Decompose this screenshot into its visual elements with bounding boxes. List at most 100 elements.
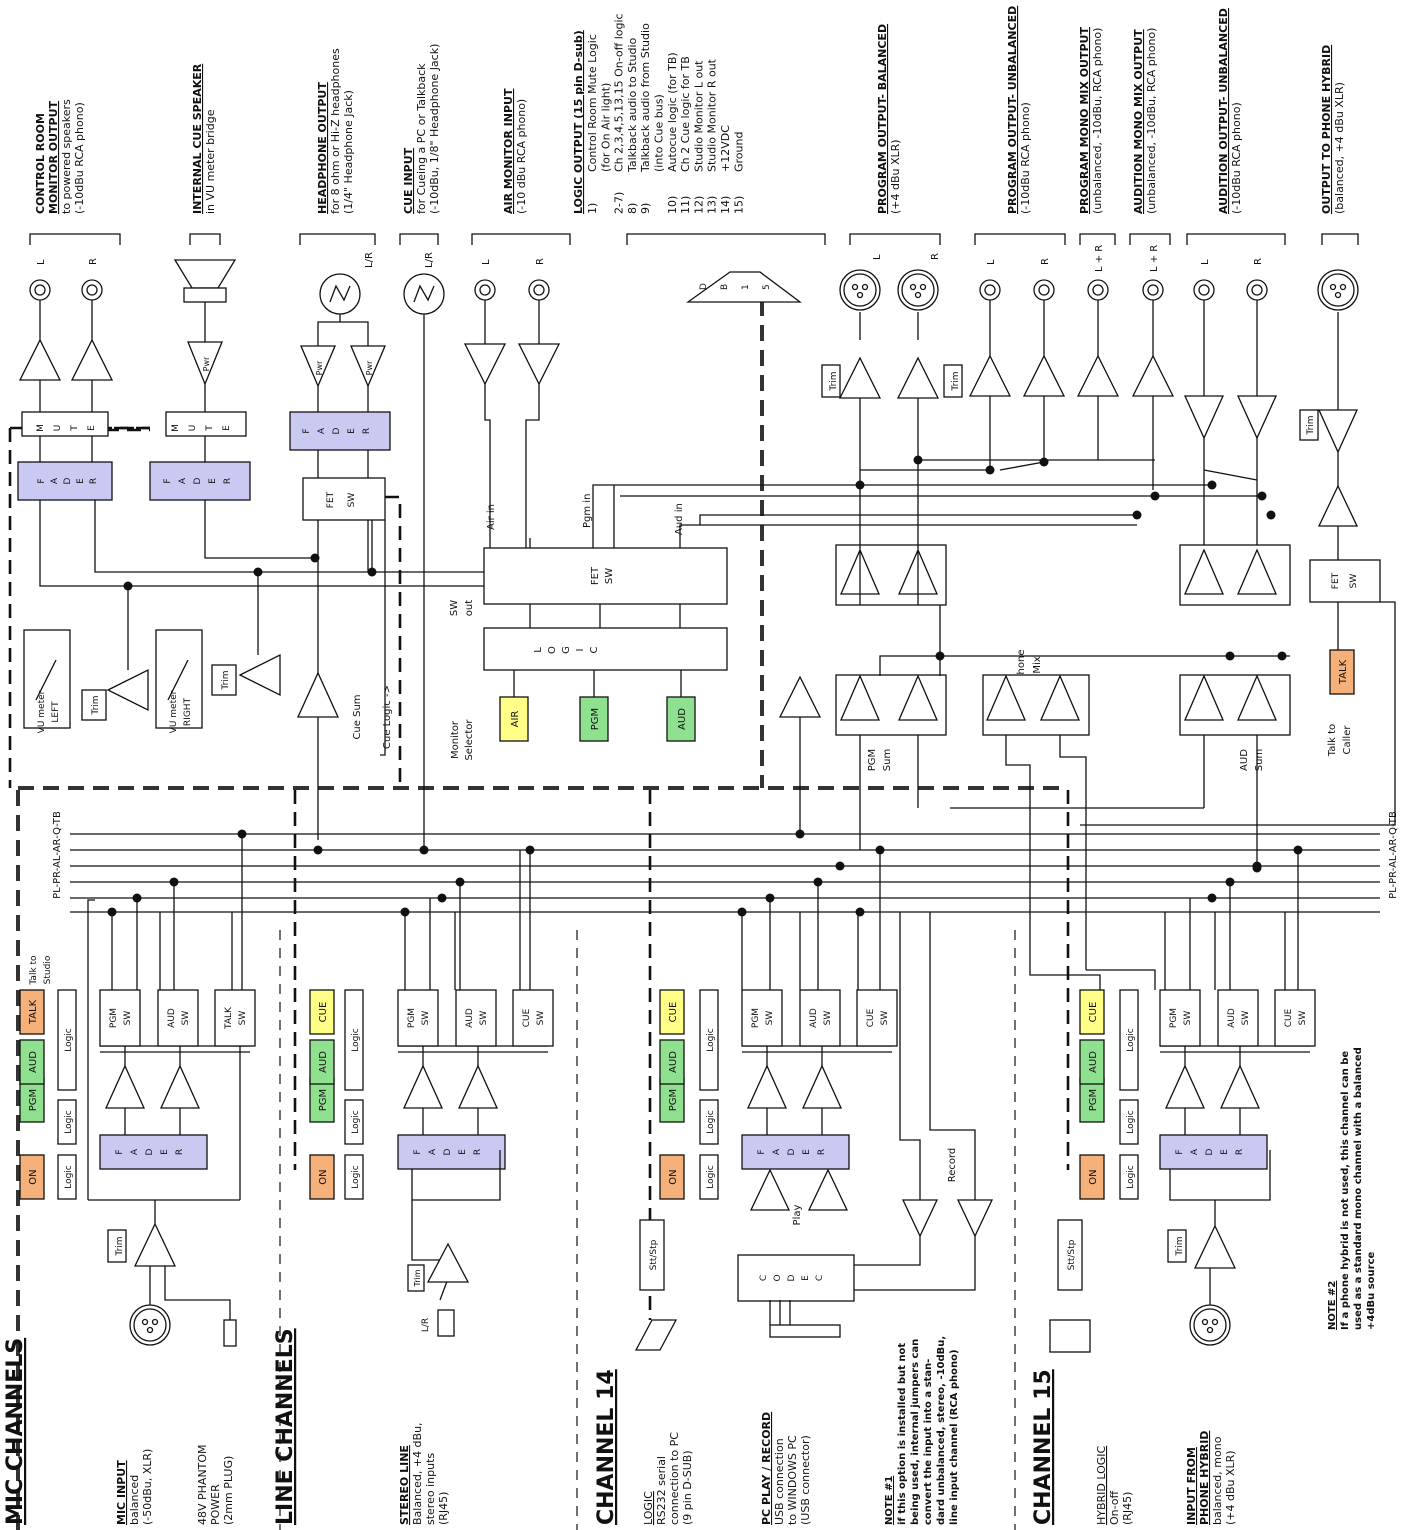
speaker-icon bbox=[173, 259, 237, 289]
wire bbox=[380, 520, 386, 756]
wire bbox=[94, 500, 484, 573]
junction-dot bbox=[310, 553, 320, 563]
label-l: L bbox=[36, 259, 47, 265]
amp-triangle bbox=[1184, 548, 1224, 595]
junction-dot bbox=[123, 581, 133, 591]
label: Trim bbox=[1306, 415, 1316, 435]
label-lr: L + R bbox=[1094, 245, 1105, 272]
label: AIR MONITOR INPUT bbox=[502, 88, 515, 214]
logic-box bbox=[1119, 1154, 1139, 1200]
phone-xlr-input bbox=[1189, 1304, 1231, 1346]
amp-triangle bbox=[778, 675, 822, 718]
xlr-pin bbox=[861, 283, 869, 291]
wire bbox=[999, 461, 1045, 471]
pgm-switch bbox=[99, 989, 141, 1047]
wire bbox=[204, 500, 315, 559]
cue-switch bbox=[856, 989, 898, 1047]
logic-box bbox=[57, 1099, 77, 1145]
amp-triangle bbox=[901, 1199, 939, 1238]
fader-letter: R bbox=[89, 478, 99, 484]
trim-box bbox=[943, 364, 963, 398]
logic-pin-desc: Talkback audio from Studio bbox=[639, 23, 652, 173]
air-jack-right bbox=[528, 279, 550, 301]
label: AUDITION OUTPUT- UNBALANCED bbox=[1217, 8, 1230, 214]
air-jack-left bbox=[474, 279, 496, 301]
xlr-pin bbox=[1329, 283, 1337, 291]
jack-center bbox=[1251, 284, 1263, 296]
logic-box bbox=[344, 989, 364, 1091]
wire bbox=[1203, 469, 1258, 481]
ch15-on-button bbox=[1079, 1154, 1105, 1200]
label: (balanced, +4 dBu XLR) bbox=[1333, 82, 1346, 214]
amp-triangle bbox=[1076, 354, 1120, 397]
junction-dot bbox=[935, 651, 945, 661]
trim-box bbox=[821, 364, 841, 398]
pgm-mono-jack bbox=[1087, 279, 1109, 301]
channel-fader bbox=[1159, 1134, 1268, 1170]
label: C bbox=[815, 1275, 825, 1281]
amp-triangle bbox=[18, 338, 62, 381]
junction-dot bbox=[313, 845, 323, 855]
start-stop-logic bbox=[1057, 1219, 1083, 1291]
label: SW bbox=[604, 568, 615, 584]
label: (-10dBu RCA phono) bbox=[1230, 102, 1243, 214]
amp-triangle bbox=[402, 1064, 444, 1109]
button-label: AUD bbox=[668, 1051, 679, 1073]
amp-triangle bbox=[1022, 354, 1066, 397]
section-title-line: LINE CHANNELS bbox=[273, 1328, 298, 1525]
junction-dot bbox=[835, 861, 845, 871]
output-label-air-monitor: AIR MONITOR INPUT(-10 dBu RCA phono) bbox=[502, 88, 528, 214]
label: Trim bbox=[115, 1236, 125, 1256]
fader-letter: E bbox=[458, 1149, 468, 1155]
label: (-10dBu RCA phono) bbox=[73, 102, 86, 214]
label: G bbox=[561, 646, 572, 654]
amp-triangle bbox=[104, 1064, 146, 1109]
label-l: L bbox=[872, 254, 883, 260]
label: FET bbox=[326, 491, 336, 508]
label: Trim bbox=[413, 1269, 422, 1287]
label: HEADPHONE OUTPUT bbox=[316, 82, 329, 214]
wire bbox=[592, 484, 853, 548]
label: (2mm PLUG) bbox=[222, 1456, 235, 1525]
label: SW bbox=[421, 1011, 431, 1026]
label: U bbox=[53, 425, 63, 432]
xlr-pin bbox=[851, 283, 859, 291]
talk-to-caller-button bbox=[1329, 649, 1355, 695]
trim-box bbox=[1299, 409, 1319, 441]
label: Talk to bbox=[29, 955, 39, 986]
mute-control-room bbox=[21, 411, 109, 437]
wire bbox=[35, 659, 57, 701]
button-label: CUE bbox=[668, 1002, 679, 1023]
mic-xlr-input bbox=[129, 1304, 171, 1346]
label: LEFT bbox=[51, 701, 61, 723]
fader-letter: D bbox=[443, 1148, 453, 1155]
label-pgm-in: Pgm in bbox=[582, 494, 593, 528]
junction-dot bbox=[419, 845, 429, 855]
xlr-pin bbox=[1211, 1318, 1219, 1326]
db-letter: B bbox=[720, 284, 730, 290]
fader-letter: R bbox=[473, 1149, 483, 1155]
header-bracket bbox=[974, 233, 1066, 245]
amp-triangle bbox=[1131, 354, 1175, 397]
label: Phone bbox=[1016, 650, 1027, 681]
label: HYBRID LOGIC bbox=[1095, 1445, 1108, 1525]
junction-dot bbox=[1252, 861, 1262, 871]
button-label: PGM bbox=[668, 1089, 679, 1111]
phantom-plug bbox=[223, 1319, 237, 1347]
wire bbox=[484, 384, 491, 548]
logic-pin-desc: Ground bbox=[732, 132, 745, 172]
xlr-pin bbox=[1339, 283, 1347, 291]
pwr-amp bbox=[350, 345, 386, 388]
output-label-pgm-balanced: PROGRAM OUTPUT- BALANCED(+4 dBu XLR) bbox=[876, 24, 902, 214]
wire bbox=[899, 912, 921, 1200]
aud-jack-right bbox=[1246, 279, 1268, 301]
label: SW bbox=[823, 1011, 833, 1026]
fader-letter: E bbox=[160, 1149, 170, 1155]
xlr-ring bbox=[901, 273, 935, 307]
label: PGM bbox=[867, 749, 878, 771]
label: (RJ45) bbox=[1121, 1492, 1134, 1525]
rj45-hybrid-logic bbox=[1049, 1319, 1091, 1353]
logic-pin-number: 9) bbox=[639, 203, 652, 214]
